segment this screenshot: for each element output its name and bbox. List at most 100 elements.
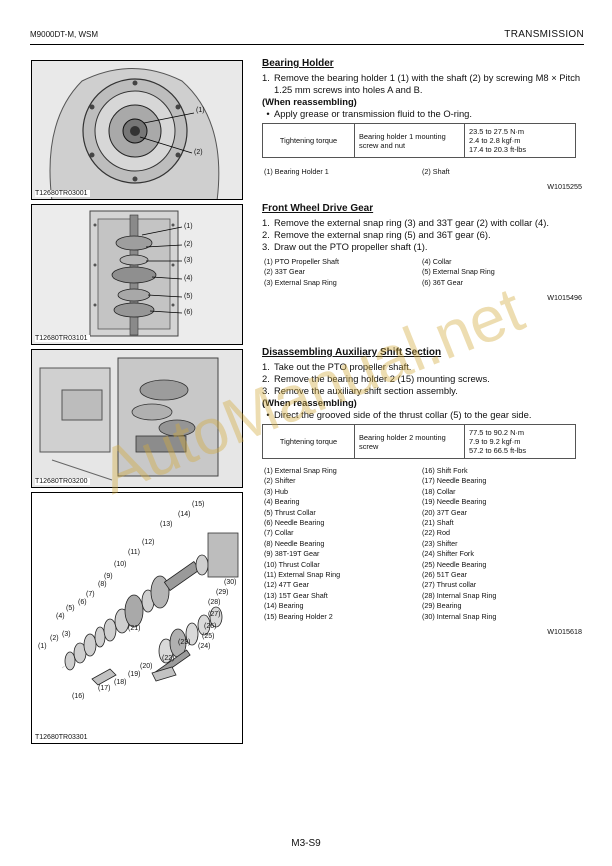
step-text: Remove the external snap ring (5) and 36… [274, 229, 491, 240]
callout-30: (30) [224, 579, 237, 586]
callout-9: (9) [104, 573, 113, 580]
part-item: (15) Bearing Holder 2 [264, 611, 333, 621]
part-item: (17) Needle Bearing [422, 476, 487, 486]
parts-list: (1) External Snap Ring (16) Shift Fork (… [264, 466, 586, 622]
callout-3: (3) [62, 631, 71, 638]
callout-1: (1) [38, 643, 47, 650]
figure-front-wheel-drive-gear: (1) (2) (3) (4) (5) (6) T12680TR03101 [31, 204, 243, 345]
callout-27: (27) [208, 611, 221, 618]
bullet-text: Apply grease or transmission fluid to th… [274, 108, 473, 119]
callout-16: (16) [72, 693, 85, 700]
part-item: (14) Bearing [264, 601, 304, 611]
callout-6: (6) [184, 309, 193, 316]
parts-list: (1) PTO Propeller Shaft (4) Collar (2) 3… [264, 257, 586, 288]
callout-25: (25) [202, 633, 215, 640]
step-number: 3. [262, 241, 270, 252]
part-item: (26) 51T Gear [422, 570, 468, 580]
page-header: M9000DT-M, WSM TRANSMISSION [30, 29, 584, 44]
callout-24: (24) [198, 643, 211, 650]
step-1: 1. Remove the external snap ring (3) and… [262, 217, 586, 229]
callout-4: (4) [56, 613, 65, 620]
part-item: (12) 47T Gear [264, 580, 310, 590]
callout-12: (12) [142, 539, 155, 546]
exploded-view-drawing [32, 493, 242, 743]
step-text: Remove the external snap ring (3) and 33… [274, 217, 549, 228]
reference-code: W1015618 [547, 627, 582, 637]
part-item: (7) Collar [264, 528, 294, 538]
torque-item: Bearing holder 1 mounting screw and nut [354, 123, 465, 158]
callout-11: (11) [128, 549, 140, 556]
callout-6: (6) [78, 599, 87, 606]
torque-value-ftlbs: 17.4 to 20.3 ft-lbs [469, 145, 527, 154]
torque-value-nm: 77.5 to 90.2 N·m [469, 428, 525, 437]
step-text: Remove the bearing holder 2 (15) mountin… [274, 373, 490, 384]
callout-17: (17) [98, 685, 111, 692]
part-item: (1) External Snap Ring [264, 466, 337, 475]
callout-7: (7) [86, 591, 95, 598]
torque-item: Bearing holder 2 mounting screw [354, 424, 465, 459]
part-item: (20) 37T Gear [422, 507, 468, 517]
callout-13: (13) [160, 521, 173, 528]
torque-label: Tightening torque [262, 123, 355, 158]
callout-23: (23) [178, 639, 191, 646]
part-item: (1) PTO Propeller Shaft [264, 257, 339, 266]
part-item: (27) Thrust collar [422, 580, 477, 590]
part-item: (30) Internal Snap Ring [422, 611, 497, 621]
part-item: (6) Needle Bearing [264, 518, 325, 528]
bullet-text: Direct the grooved side of the thrust co… [274, 409, 532, 420]
part-item: (4) Bearing [264, 497, 300, 507]
callout-28: (28) [208, 599, 221, 606]
part-item: (21) Shaft [422, 518, 454, 528]
part-item: (3) External Snap Ring [264, 277, 337, 287]
callout-1: (1) [196, 107, 205, 114]
part-item: (23) Shifter [422, 538, 458, 548]
part-item: (10) Thrust Collar [264, 559, 320, 569]
part-item: (25) Needle Bearing [422, 559, 487, 569]
header-divider [30, 44, 584, 45]
torque-value-ftlbs: 57.2 to 66.5 ft-lbs [469, 446, 527, 455]
part-item: (9) 38T-19T Gear [264, 549, 320, 559]
torque-value-kgfm: 2.4 to 2.8 kgf·m [469, 136, 521, 145]
part-item: (22) Rod [422, 528, 450, 538]
part-item: (2) Shifter [264, 476, 296, 486]
step-number: 2. [262, 229, 270, 240]
part-item: (2) 33T Gear [264, 267, 306, 277]
part-item: (11) External Snap Ring [264, 570, 341, 580]
callout-29: (29) [216, 589, 229, 596]
part-item: (28) Internal Snap Ring [422, 590, 497, 600]
part-item: (29) Bearing [422, 601, 462, 611]
bearing-holder-drawing [32, 61, 242, 199]
callout-18: (18) [114, 679, 127, 686]
section-auxiliary-shift: Disassembling Auxiliary Shift Section 1.… [262, 347, 586, 638]
part-item: (24) Shifter Fork [422, 549, 474, 559]
part-item: (2) Shaft [422, 167, 450, 176]
step-3: 3. Draw out the PTO propeller shaft (1). [262, 241, 586, 253]
section-title: Disassembling Auxiliary Shift Section [262, 347, 442, 358]
part-item: (19) Needle Bearing [422, 497, 487, 507]
part-item: (16) Shift Fork [422, 466, 468, 475]
parts-list: (1) Bearing Holder 1 (2) Shaft [264, 167, 586, 177]
figure-caption: T12680TR03200 [35, 478, 90, 485]
part-item: (6) 36T Gear [422, 277, 464, 287]
section-title: Bearing Holder [262, 58, 334, 69]
part-item: (13) 15T Gear Shaft [264, 590, 328, 600]
torque-label: Tightening torque [262, 424, 355, 459]
figure-caption: T12680TR03101 [35, 335, 90, 342]
step-1: 1. Remove the bearing holder 1 (1) with … [262, 72, 586, 96]
callout-5: (5) [66, 605, 75, 612]
step-text: Draw out the PTO propeller shaft (1). [274, 241, 428, 252]
bullet-dot: • [266, 409, 270, 420]
callout-8: (8) [98, 581, 107, 588]
front-wheel-gear-drawing [32, 205, 242, 344]
callout-22: (22) [162, 655, 175, 662]
torque-value-kgfm: 7.9 to 9.2 kgf·m [469, 437, 521, 446]
chapter-title: TRANSMISSION [504, 29, 584, 40]
figure-auxiliary-shift-section: T12680TR03200 [31, 349, 243, 488]
figure-caption: T12680TR03301 [35, 734, 90, 741]
callout-14: (14) [178, 511, 191, 518]
bullet-item: • Apply grease or transmission fluid to … [262, 108, 586, 120]
callout-2: (2) [50, 635, 59, 642]
torque-value-nm: 23.5 to 27.5 N·m [469, 127, 525, 136]
torque-values: 77.5 to 90.2 N·m 7.9 to 9.2 kgf·m 57.2 t… [464, 424, 576, 459]
part-item: (3) Hub [264, 486, 288, 496]
